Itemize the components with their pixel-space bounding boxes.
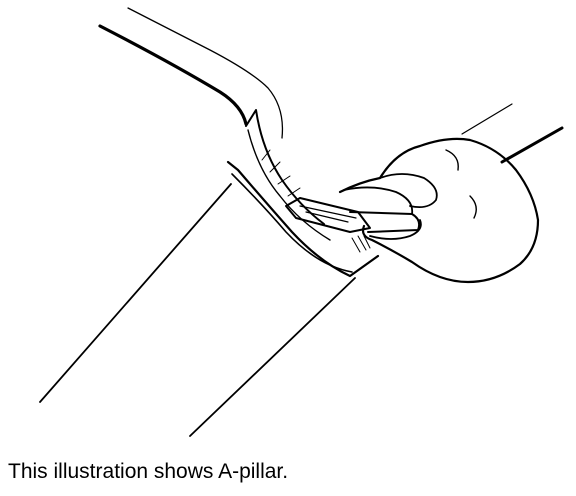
roof-edge-thin — [127, 7, 284, 139]
knife-shading — [351, 235, 371, 253]
trim-tab-inner — [247, 129, 331, 241]
hand-thumb — [369, 219, 422, 240]
trim-tab — [245, 109, 325, 225]
hand-finger-2 — [343, 186, 414, 215]
hand-finger-1 — [379, 173, 438, 209]
knife-blade-edge — [299, 205, 357, 223]
knife-blade — [285, 197, 371, 233]
sleeve-thick — [500, 126, 564, 164]
hand-outline — [338, 137, 540, 284]
pillar-right-line — [189, 277, 356, 437]
roof-edge-thick — [98, 24, 248, 126]
a-pillar-illustration — [39, 7, 564, 437]
sleeve-thin — [461, 103, 513, 135]
trim-tab-hatch — [261, 149, 301, 197]
figure-caption: This illustration shows A-pillar. — [8, 460, 289, 483]
hand-knuckle — [445, 149, 477, 219]
trim-strip-inner — [231, 173, 353, 273]
pillar-left-line — [39, 183, 232, 403]
